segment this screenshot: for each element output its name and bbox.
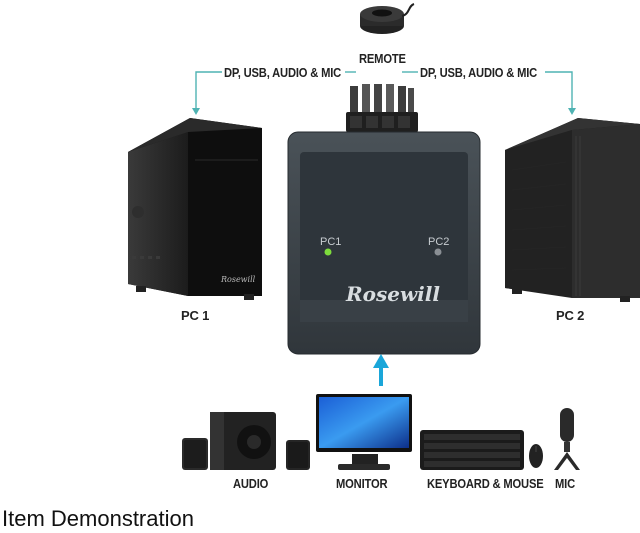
left-cable-label: DP, USB, AUDIO & MIC <box>224 65 342 80</box>
pc1-tower <box>128 118 262 300</box>
connection-lines <box>195 71 573 110</box>
audio-label: AUDIO <box>233 476 269 491</box>
up-arrow-icon <box>373 354 389 386</box>
cable-bundle <box>346 84 418 132</box>
pc1-badge-logo: Rosewill <box>221 275 256 284</box>
speakers-icon <box>182 412 310 470</box>
keyboard-mouse-icon <box>420 430 543 470</box>
kvm-switch <box>287 131 481 355</box>
pc2-label: PC 2 <box>556 308 585 323</box>
led-pc1-label: PC1 <box>320 236 342 248</box>
monitor-icon <box>316 394 412 470</box>
led-pc2-label: PC2 <box>428 236 450 248</box>
keyboard-mouse-label: KEYBOARD & MOUSE <box>427 476 544 491</box>
left-arrow-icon <box>192 108 200 115</box>
pc2-tower <box>505 118 640 302</box>
mic-label: MIC <box>555 476 575 491</box>
remote-puck-icon <box>360 3 415 34</box>
microphone-icon <box>554 408 580 470</box>
right-arrow-icon <box>568 108 576 115</box>
pc1-label: PC 1 <box>181 308 210 323</box>
led-pc1-icon <box>324 248 332 256</box>
remote-label: REMOTE <box>359 51 406 66</box>
led-pc2-icon <box>434 248 442 256</box>
caption: Item Demonstration <box>2 506 194 531</box>
brand-logo: Rosewill <box>346 282 440 306</box>
right-cable-label: DP, USB, AUDIO & MIC <box>420 65 538 80</box>
monitor-label: MONITOR <box>336 476 388 491</box>
